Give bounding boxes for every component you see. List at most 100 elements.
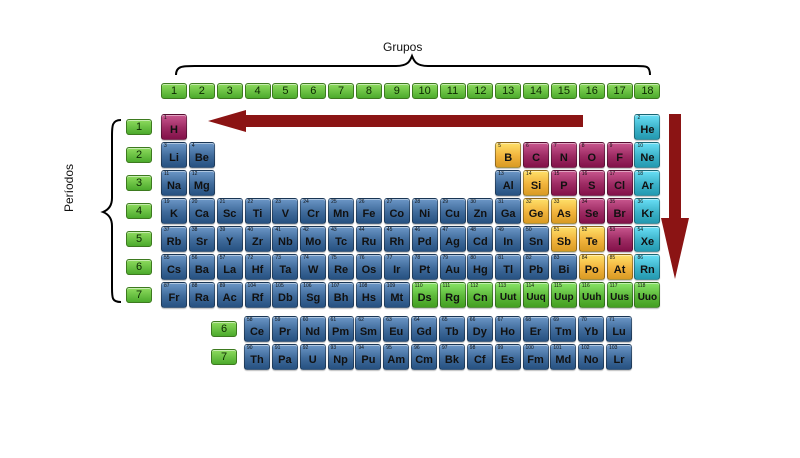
atomic-number: 4 (191, 143, 195, 149)
element-symbol: Co (389, 208, 405, 220)
element-symbol: Uup (554, 292, 574, 303)
atomic-number: 25 (331, 199, 337, 205)
element-symbol: Db (278, 292, 293, 304)
atomic-number: 35 (609, 199, 616, 205)
atomic-number: 27 (386, 199, 393, 205)
element-symbol: Eu (389, 326, 404, 338)
element-symbol: P (560, 180, 568, 192)
atomic-number: 50 (526, 227, 532, 233)
atomic-number: 63 (386, 317, 392, 323)
element-symbol: Ti (252, 208, 263, 220)
atomic-number: 77 (386, 255, 393, 261)
element-symbol: Tm (555, 326, 572, 338)
atomic-number: 33 (553, 199, 560, 205)
group-label-13: 13 (495, 83, 522, 99)
element-symbol: Sg (306, 292, 321, 304)
atomic-number: 93 (330, 345, 337, 351)
atomic-number: 73 (275, 255, 281, 261)
element-symbol: Rg (445, 292, 460, 304)
atomic-number: 112 (470, 283, 479, 289)
atomic-number: 95 (386, 345, 392, 351)
element-symbol: Fr (168, 292, 180, 304)
element-symbol: Al (502, 180, 514, 192)
element-symbol: Tb (445, 326, 459, 338)
element-symbol: Zn (473, 208, 488, 220)
atomic-number: 42 (303, 227, 309, 233)
element-symbol: Lu (612, 326, 626, 338)
element-symbol: Es (500, 354, 515, 366)
periods-brace (100, 119, 122, 303)
element-symbol: S (588, 180, 596, 192)
element-symbol: Dy (472, 326, 487, 338)
atomic-number: 105 (275, 283, 284, 289)
atomic-number: 40 (247, 227, 254, 233)
element-symbol: Cd (473, 236, 488, 248)
atomic-number: 31 (498, 199, 504, 205)
element-symbol: Mt (390, 292, 404, 304)
element-symbol: Si (530, 180, 542, 192)
group-label-17: 17 (606, 83, 633, 99)
element-symbol: Rn (640, 264, 655, 276)
element-symbol: Uuh (582, 292, 602, 303)
element-symbol: H (170, 124, 178, 136)
atomic-number: 83 (553, 255, 560, 261)
element-symbol: Kr (641, 208, 654, 220)
group-label-15: 15 (550, 83, 577, 99)
atomic-number: 113 (498, 283, 507, 289)
period-label-3: 3 (126, 175, 152, 191)
group-label-14: 14 (523, 83, 550, 99)
period-label-7: 7 (126, 287, 152, 303)
element-symbol: Cf (473, 354, 486, 366)
groups-brace (175, 53, 651, 76)
atomic-number: 76 (358, 255, 365, 261)
atomic-number: 79 (442, 255, 449, 261)
element-symbol: Uut (499, 292, 517, 303)
element-symbol: Pr (279, 326, 291, 338)
atomic-number: 10 (637, 143, 643, 149)
period-label-1: 1 (126, 119, 152, 135)
atomic-number: 26 (358, 199, 365, 205)
group-label-8: 8 (355, 83, 382, 99)
atomic-number: 75 (331, 255, 337, 261)
atomic-number: 69 (553, 317, 559, 323)
element-symbol: Ho (500, 326, 515, 338)
group-label-5: 5 (272, 83, 299, 99)
atomic-number: 107 (331, 283, 340, 289)
group-label-11: 11 (439, 83, 466, 99)
element-symbol: V (281, 208, 290, 220)
atomic-number: 39 (219, 227, 226, 233)
element-symbol: Cr (307, 208, 320, 220)
atomic-number: 102 (581, 345, 590, 351)
element-symbol: Uus (610, 292, 630, 303)
atomic-number: 101 (553, 345, 562, 351)
atomic-number: 71 (609, 317, 615, 323)
